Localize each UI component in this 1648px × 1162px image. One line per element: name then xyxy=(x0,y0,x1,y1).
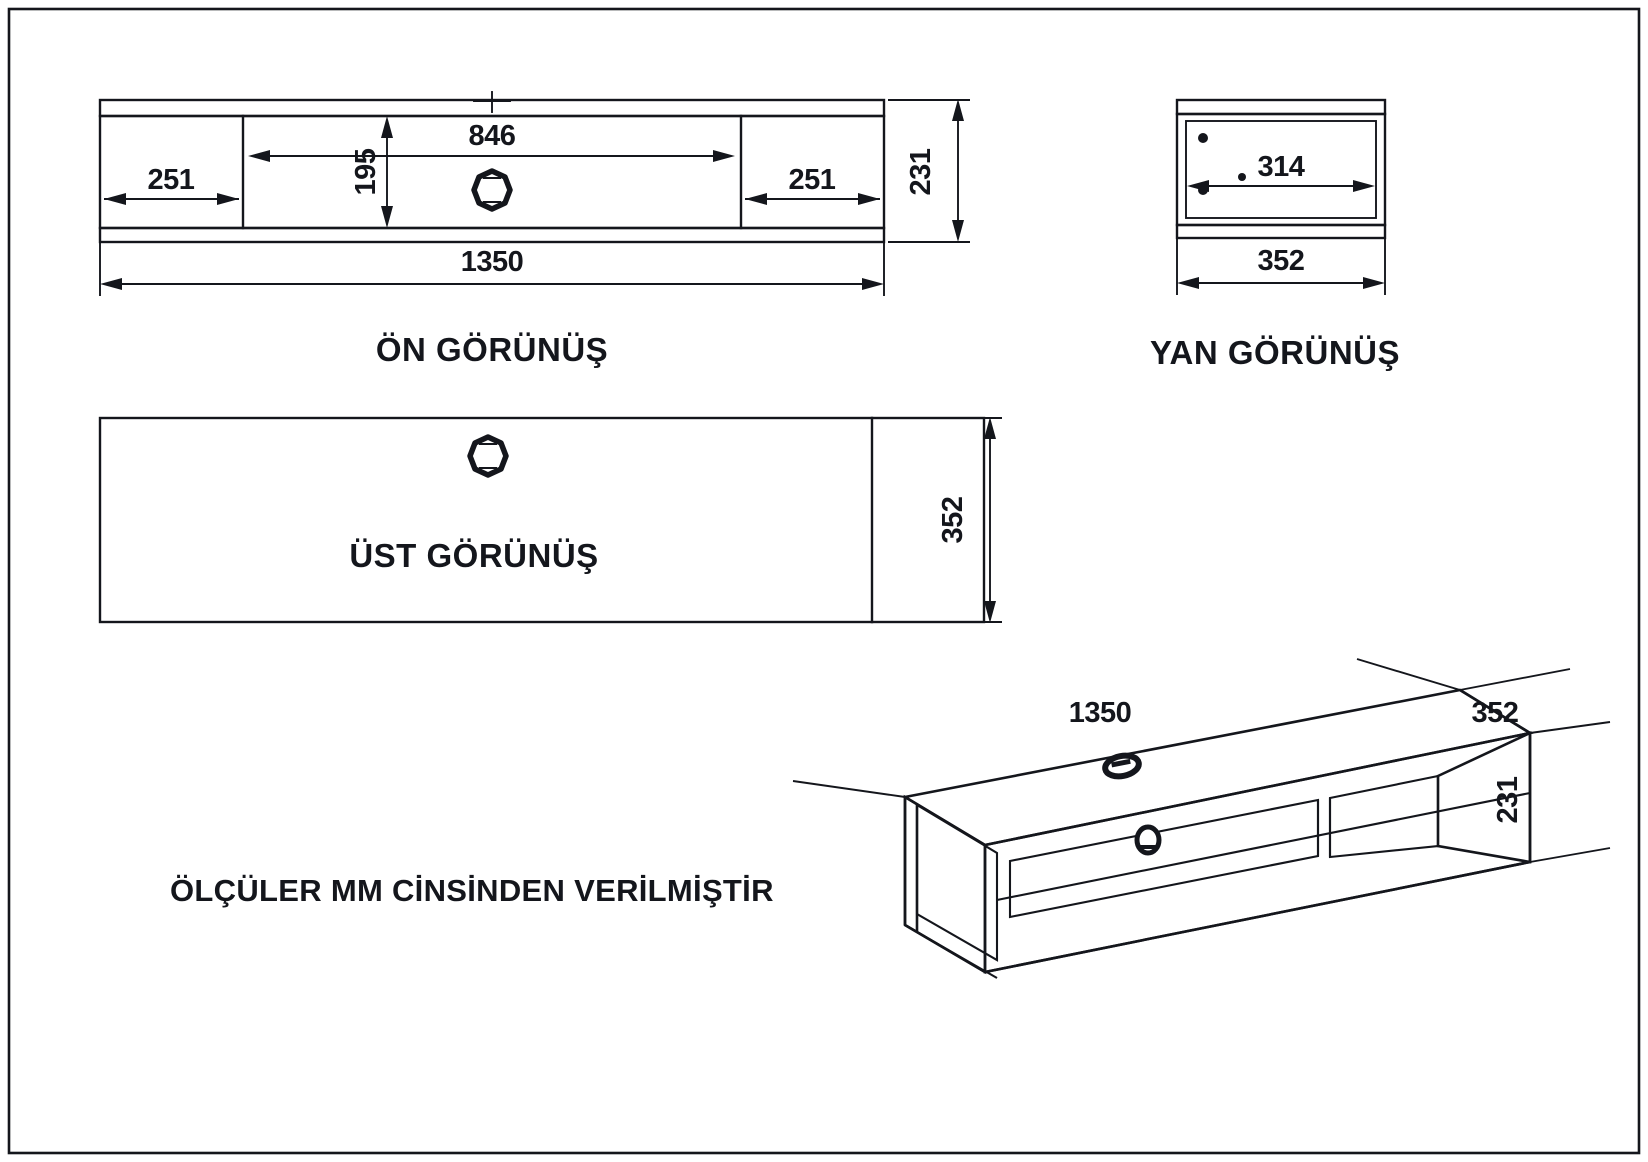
top-view-label: ÜST GÖRÜNÜŞ xyxy=(349,537,598,574)
dim-label-top-depth: 352 xyxy=(937,497,969,544)
dim-label-front-right: 251 xyxy=(789,164,836,196)
grommet-icon-iso-top xyxy=(1102,752,1142,780)
iso-top-surface xyxy=(901,688,1534,847)
grommet-icon-top xyxy=(467,434,509,478)
side-inner-panel xyxy=(1185,120,1377,219)
side-view-label: YAN GÖRÜNÜŞ xyxy=(1150,334,1400,371)
front-bottom-board xyxy=(98,226,886,244)
dim-top-depth-352: 352 xyxy=(937,417,1002,623)
dim-label-iso-height: 231 xyxy=(1492,776,1524,823)
front-view: 251 846 251 195 xyxy=(98,91,970,368)
sheet-border xyxy=(7,7,1641,1155)
iso-right-bay xyxy=(1328,774,1440,859)
dim-label-front-middle: 846 xyxy=(469,120,516,152)
dim-label-front-overall-height: 231 xyxy=(905,148,937,195)
dim-label-front-left: 251 xyxy=(148,164,195,196)
top-view: 352 ÜST GÖRÜNÜŞ xyxy=(98,416,1002,624)
dim-side-inner-314: 314 xyxy=(1187,151,1375,192)
dim-side-overall-352: 352 xyxy=(1176,238,1386,295)
dowel-hole-icon-top xyxy=(1198,133,1208,143)
dowel-hole-icon-mid xyxy=(1238,173,1246,181)
iso-leader-top-right xyxy=(1356,658,1461,691)
dim-front-inner-height-195: 195 xyxy=(350,116,393,228)
iso-bottom-front-edge xyxy=(984,860,1531,974)
iso-shelf-back-panel xyxy=(1008,798,1320,919)
side-top-board xyxy=(1175,98,1387,116)
dim-front-middle-846: 846 xyxy=(248,120,735,162)
iso-front-face xyxy=(983,731,1532,974)
grommet-icon-iso-back xyxy=(1134,824,1162,856)
dim-label-front-inner-height: 195 xyxy=(350,148,382,195)
dim-front-overall-width-1350: 1350 xyxy=(99,242,885,296)
dim-label-iso-depth: 352 xyxy=(1472,697,1519,729)
iso-ext-height-bottom xyxy=(1529,847,1611,863)
iso-leader-left xyxy=(792,780,906,798)
units-note: ÖLÇÜLER MM CİNSİNDEN VERİLMİŞTİR xyxy=(170,873,774,908)
side-bottom-board xyxy=(1175,223,1387,240)
isometric-view: 1350 352 231 xyxy=(792,658,1611,979)
top-plate xyxy=(98,416,986,624)
dim-front-right-251: 251 xyxy=(745,160,885,212)
iso-rear-right-edge xyxy=(1459,688,1531,735)
iso-ext-depth-bottom xyxy=(1529,721,1611,734)
front-view-label: ÖN GÖRÜNÜŞ xyxy=(376,331,608,368)
iso-ext-depth-top xyxy=(1459,668,1571,691)
dim-label-side-inner: 314 xyxy=(1258,151,1305,183)
grommet-icon xyxy=(471,168,513,212)
dim-label-side-overall: 352 xyxy=(1258,245,1305,277)
dim-label-front-overall-width: 1350 xyxy=(461,246,524,278)
dim-label-iso-width: 1350 xyxy=(1069,697,1132,729)
dim-front-left-251: 251 xyxy=(99,160,244,212)
dim-front-overall-height-231: 231 xyxy=(888,99,970,243)
iso-shelf-board-line xyxy=(996,791,1531,902)
iso-bottom-left-strut-inner xyxy=(916,931,998,979)
side-view: 314 352 YAN GÖRÜNÜŞ xyxy=(1150,98,1400,371)
